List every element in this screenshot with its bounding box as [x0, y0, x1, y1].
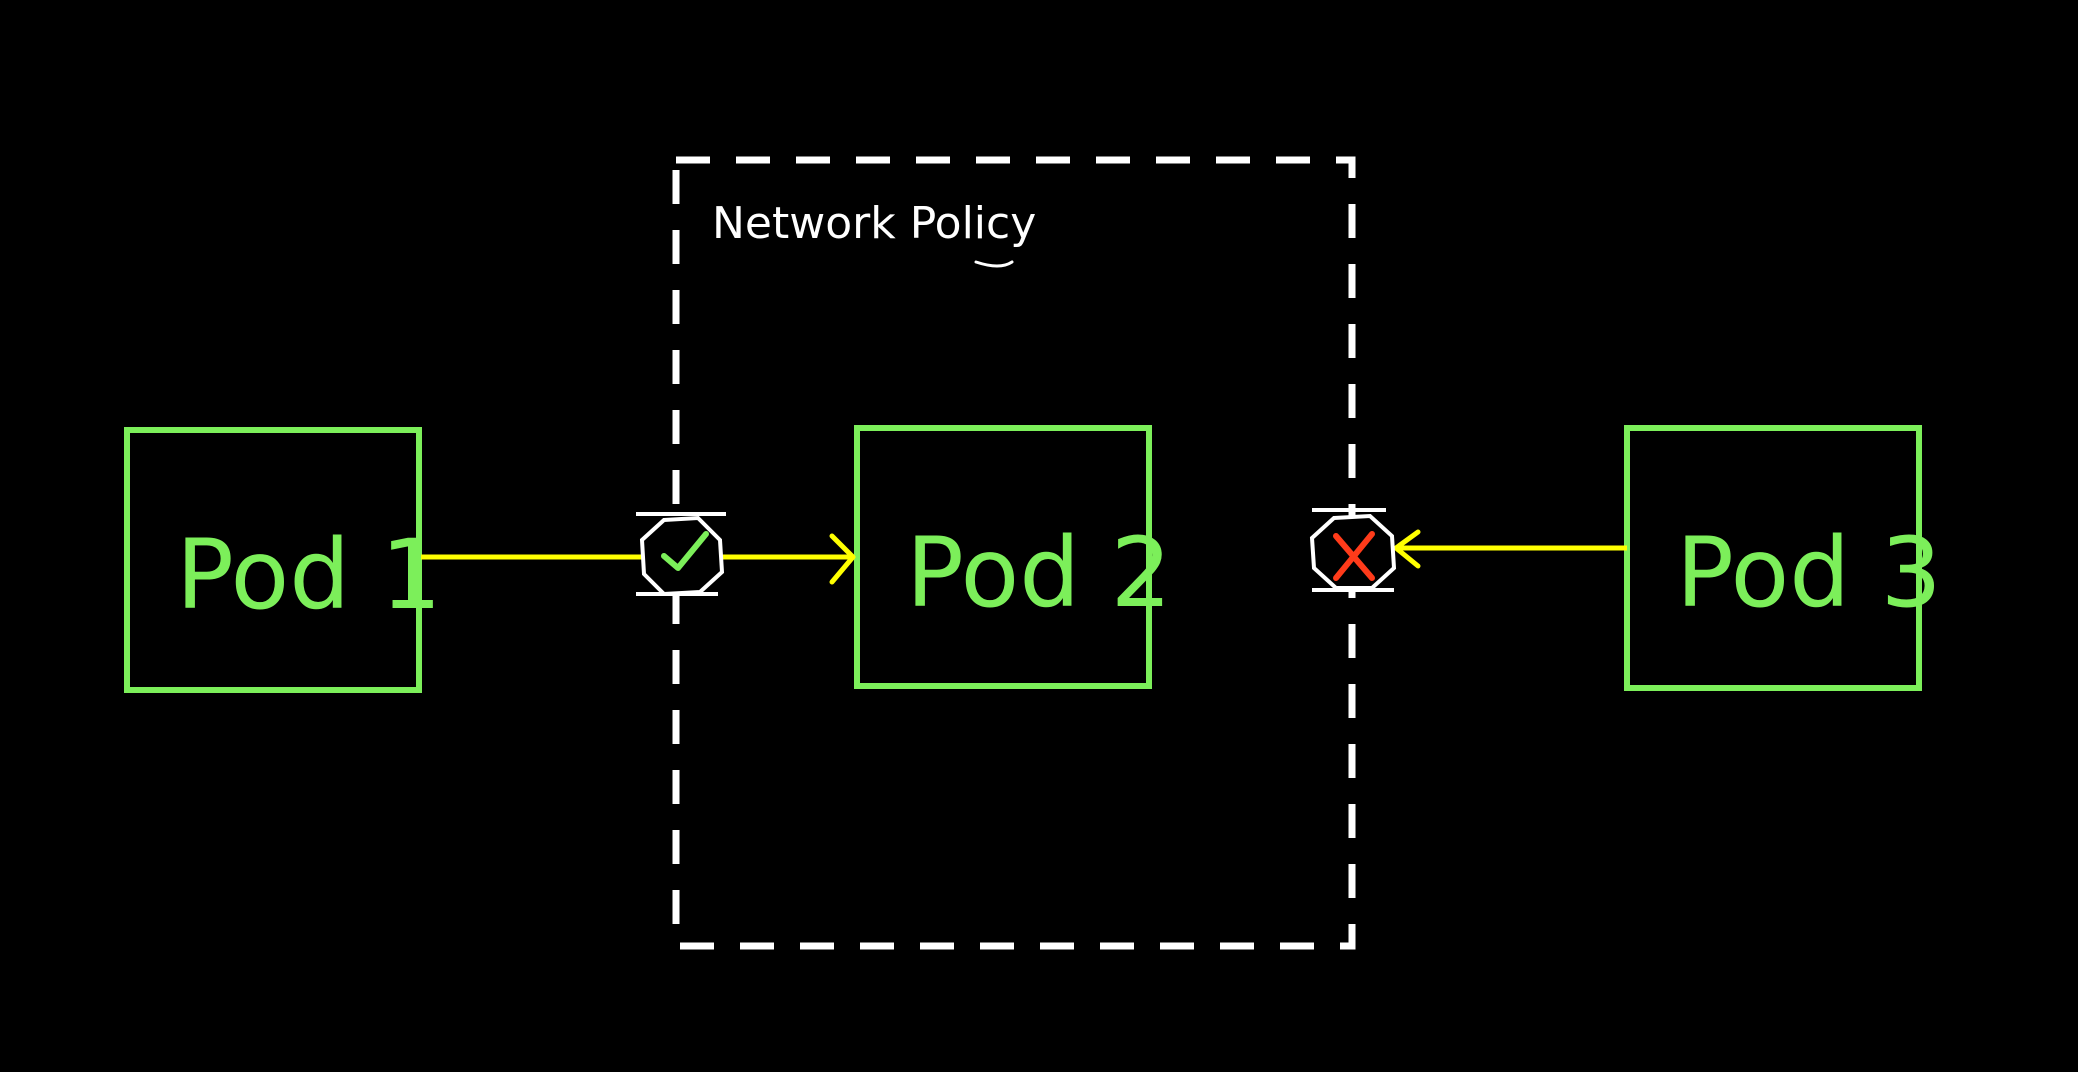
pod-1: Pod 1 [124, 427, 442, 693]
pod-1-box [124, 427, 422, 693]
pod-3-box [1624, 425, 1922, 691]
cross-icon [1333, 531, 1375, 581]
pod-1-label: Pod 1 [176, 519, 442, 631]
pod-3: Pod 3 [1624, 425, 1942, 691]
pod-2-label: Pod 2 [906, 517, 1172, 629]
network-policy-label: Network Policy [712, 198, 1036, 249]
arrowhead-pod2 [829, 533, 856, 585]
connection-allowed [421, 512, 856, 597]
arrowhead-blocked [1393, 529, 1421, 569]
block-gate [1309, 508, 1397, 592]
allow-gate [636, 512, 726, 597]
label-flourish [974, 260, 1014, 268]
pod-3-label: Pod 3 [1676, 517, 1942, 629]
pod-2: Pod 2 [854, 425, 1172, 689]
pod-2-box [854, 425, 1152, 689]
allow-gate-octagon [639, 515, 725, 597]
check-icon [661, 531, 709, 571]
connection-blocked [1309, 508, 1627, 592]
